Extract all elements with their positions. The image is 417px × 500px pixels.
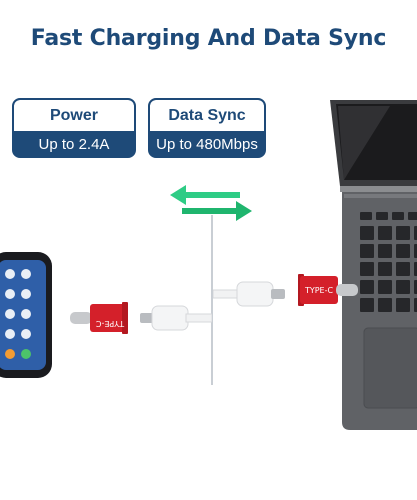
power-charging-subtitle: Up to 2.4A [38, 136, 110, 153]
data-sync-subtitle: Up to 480Mbps [156, 136, 258, 153]
headline: Fast Charging And Data Sync [30, 26, 387, 51]
type-c-adapter-icon: TYPE-C [298, 274, 358, 306]
power-charging-badge: Power Charging Up to 2.4A [12, 98, 136, 158]
sync-arrows-icon [170, 185, 252, 221]
type-c-adapter-icon: TYPE-C [70, 302, 128, 334]
adapter-label-right: TYPE-C [304, 286, 334, 295]
laptop-icon [330, 100, 417, 430]
usb-cable-icon [140, 305, 212, 331]
divider-line [211, 215, 213, 385]
data-sync-badge: Data Sync Up to 480Mbps [148, 98, 266, 158]
usb-cable-icon [213, 281, 285, 307]
data-sync-title: Data Sync [150, 100, 264, 131]
smartphone-icon [0, 252, 52, 378]
adapter-label-left: TYPE-C [96, 319, 126, 328]
power-charging-title: Power Charging [14, 100, 134, 155]
